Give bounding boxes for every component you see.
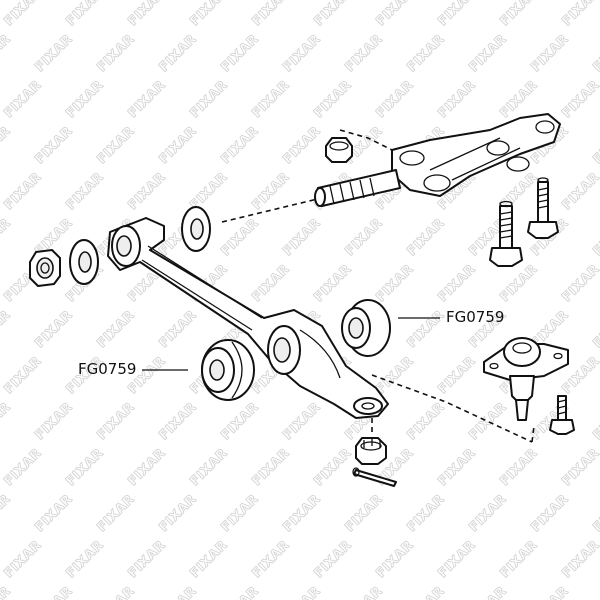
front-nut [29,249,61,287]
rear-washer [181,206,211,252]
crossmember [391,113,561,197]
assembly-guide-lines [221,129,535,443]
crossmember-nut [325,137,353,163]
ball-joint [483,337,569,421]
ball-joint-bolt [549,395,575,435]
bushing-left [201,339,255,401]
lower-control-arm [107,217,389,419]
castle-nut [355,437,387,465]
bushing-right [341,299,391,357]
mounting-bolt-2 [489,200,523,267]
front-washer [69,239,99,285]
part-number-callout-right: FG0759 [446,308,505,326]
part-number-callout-left: FG0759 [78,360,137,378]
cotter-pin [352,467,397,487]
pivot-bolt [314,169,401,207]
mounting-bolt-1 [527,177,559,239]
